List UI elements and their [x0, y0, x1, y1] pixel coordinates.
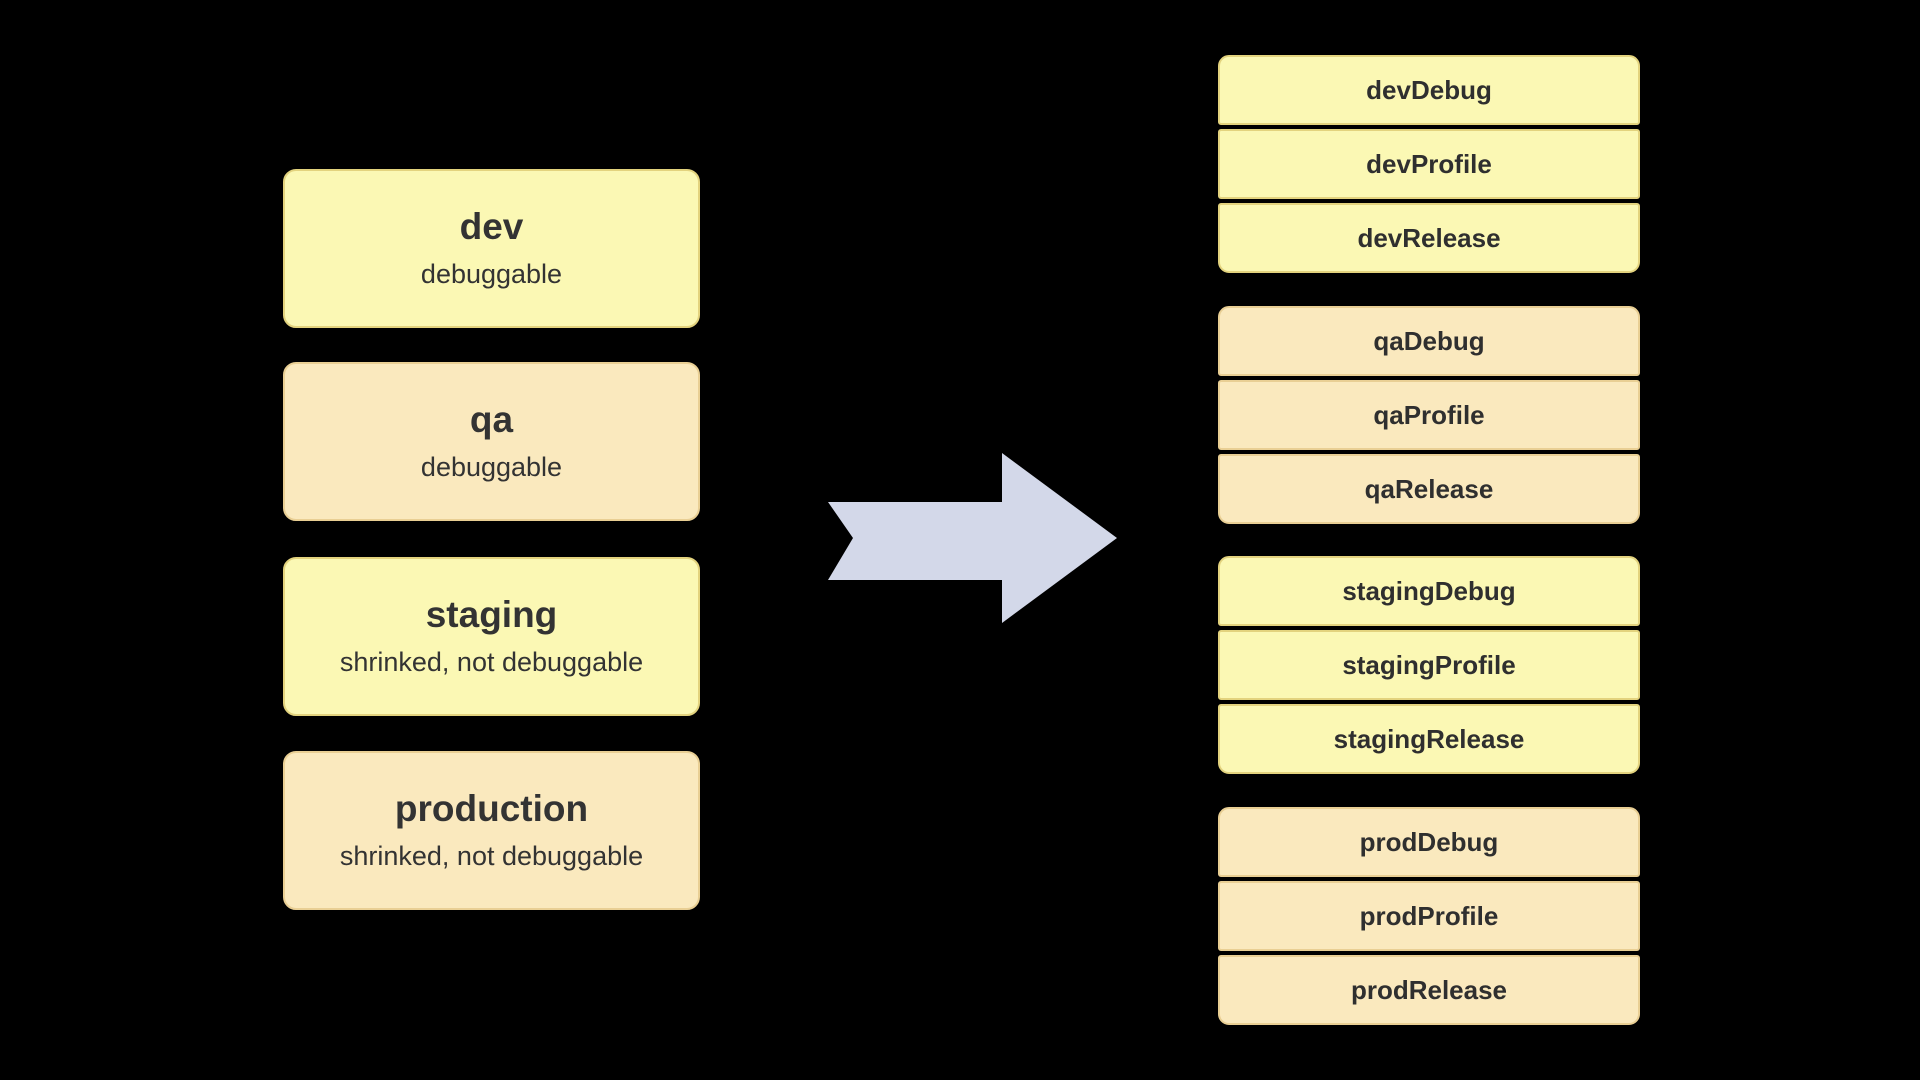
env-title-staging: staging — [425, 594, 558, 636]
variant-label: devDebug — [1366, 74, 1492, 105]
variant-row-devProfile: devProfile — [1218, 129, 1640, 199]
variant-label: stagingDebug — [1342, 575, 1516, 606]
env-subtitle-dev: debuggable — [420, 259, 563, 290]
env-box-production: production shrinked, not debuggable — [283, 751, 700, 910]
variant-label: devRelease — [1357, 222, 1501, 253]
variant-row-prodProfile: prodProfile — [1218, 881, 1640, 951]
variant-row-stagingProfile: stagingProfile — [1218, 630, 1640, 700]
variant-row-qaProfile: qaProfile — [1218, 380, 1640, 450]
variant-row-qaDebug: qaDebug — [1218, 306, 1640, 376]
variant-row-qaRelease: qaRelease — [1218, 454, 1640, 524]
variant-label: prodProfile — [1359, 900, 1499, 931]
variant-label: stagingProfile — [1342, 649, 1516, 680]
env-subtitle-staging: shrinked, not debuggable — [339, 647, 644, 678]
env-title-dev: dev — [459, 206, 524, 248]
variant-group-dev: devDebug devProfile devRelease — [1218, 55, 1640, 273]
variant-label: prodDebug — [1359, 826, 1499, 857]
variant-group-prod: prodDebug prodProfile prodRelease — [1218, 807, 1640, 1025]
arrow-right-icon — [828, 453, 1117, 623]
env-box-staging: staging shrinked, not debuggable — [283, 557, 700, 716]
env-box-dev: dev debuggable — [283, 169, 700, 328]
variant-label: qaRelease — [1364, 473, 1494, 504]
variant-row-stagingRelease: stagingRelease — [1218, 704, 1640, 774]
env-subtitle-qa: debuggable — [420, 452, 563, 483]
variant-label: qaDebug — [1373, 325, 1485, 356]
env-subtitle-production: shrinked, not debuggable — [339, 841, 644, 872]
variant-row-prodRelease: prodRelease — [1218, 955, 1640, 1025]
variant-row-devDebug: devDebug — [1218, 55, 1640, 125]
env-box-qa: qa debuggable — [283, 362, 700, 521]
env-title-qa: qa — [469, 399, 514, 441]
variant-label: prodRelease — [1350, 974, 1508, 1005]
variant-row-prodDebug: prodDebug — [1218, 807, 1640, 877]
variant-group-staging: stagingDebug stagingProfile stagingRelea… — [1218, 556, 1640, 774]
variant-label: devProfile — [1366, 148, 1492, 179]
variant-group-qa: qaDebug qaProfile qaRelease — [1218, 306, 1640, 524]
variant-row-devRelease: devRelease — [1218, 203, 1640, 273]
env-title-production: production — [394, 788, 589, 830]
variant-row-stagingDebug: stagingDebug — [1218, 556, 1640, 626]
variant-label: stagingRelease — [1333, 723, 1525, 754]
variant-label: qaProfile — [1373, 399, 1485, 430]
